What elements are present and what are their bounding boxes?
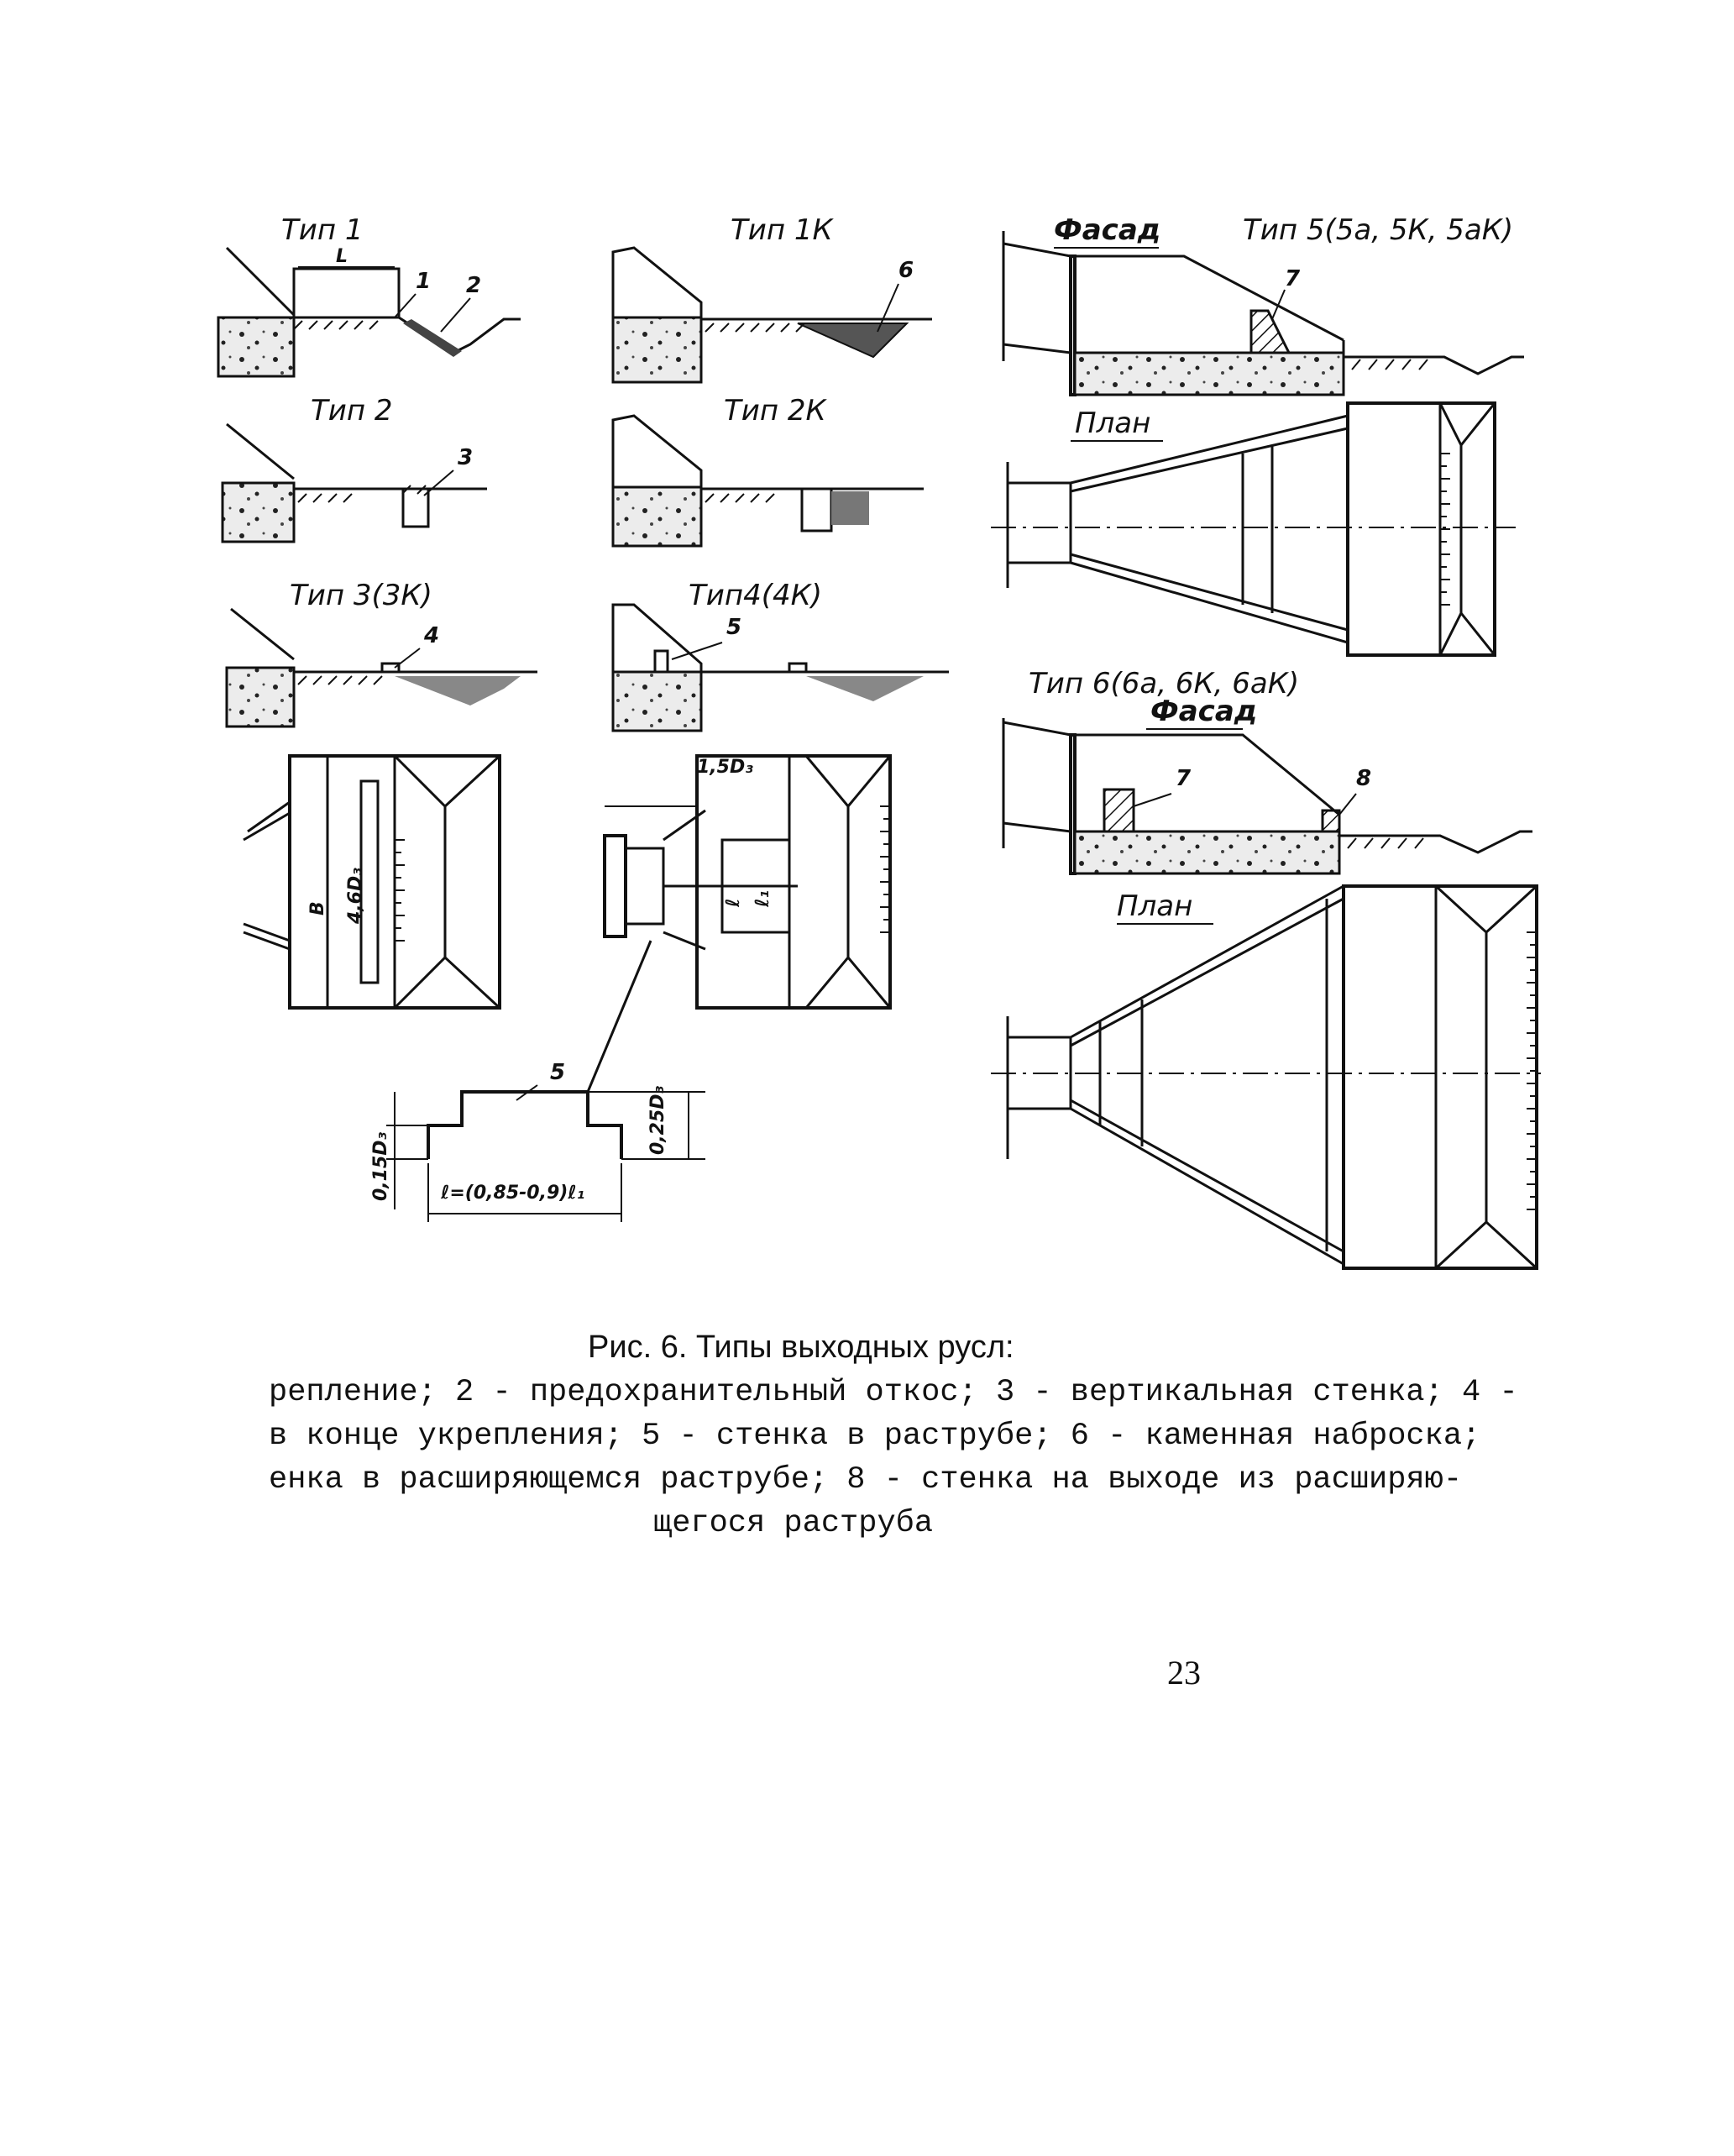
label-type-2: Тип 2 (311, 394, 393, 428)
diagram-type-6-fasad: Тип 6(6а, 6К, 6аК) Фасад 7 8 (1002, 667, 1532, 875)
label-type-1: Тип 1 (281, 213, 364, 247)
diagram-type-3: Тип 3(3К) 4 (225, 579, 537, 728)
page-number: 23 (1167, 1654, 1201, 1692)
plan-type-4: 1,5D₃ ℓ ℓ₁ (603, 754, 892, 1010)
dim-15D: 1,5D₃ (697, 757, 753, 778)
label-type-3: Тип 3(3К) (290, 579, 432, 612)
plan-type-3: B 4,6D₃ (243, 754, 501, 1010)
label-n6: 6 (898, 258, 914, 283)
dim-025D: 0,25D₃ (647, 1085, 668, 1155)
label-n7a: 7 (1285, 266, 1301, 291)
label-n4: 4 (423, 623, 439, 648)
diagram-type-2: Тип 2 3 (221, 394, 487, 543)
dim-l1: ℓ₁ (752, 890, 773, 908)
figure-caption-title: Рис. 6. Типы выходных русл: (588, 1330, 1014, 1365)
label-type-4: Тип4(4К) (689, 579, 822, 612)
label-n7b: 7 (1176, 766, 1192, 791)
label-type-2k: Тип 2К (724, 394, 828, 428)
label-type-6: Тип 6(6а, 6К, 6аК) (1029, 667, 1299, 700)
label-type-1k: Тип 1К (731, 213, 835, 247)
dim-015D: 0,15D₃ (370, 1131, 391, 1201)
diagram-type-5-fasad: Фасад Тип 5(5а, 5К, 5аК) 7 (1002, 213, 1524, 396)
label-fasad-6: Фасад (1150, 695, 1257, 728)
label-n8: 8 (1356, 766, 1371, 791)
label-n5: 5 (726, 615, 741, 640)
figure-caption-line-4: щегося раструба (653, 1506, 934, 1541)
diagram-type-1k: Тип 1К 6 (611, 213, 932, 384)
diagram-type-1: Тип 1 L 1 2 (217, 213, 521, 378)
label-plan-5: План (1075, 407, 1150, 440)
label-fasad-5: Фасад (1054, 213, 1160, 247)
dim-46D: 4,6D₃ (345, 868, 366, 925)
detail-stepped-wall: 5 0,15D₃ 0,25D₃ ℓ=(0,85-0,9)ℓ₁ (370, 940, 705, 1222)
diagram-type-2k: Тип 2К (611, 394, 924, 548)
dim-formula: ℓ=(0,85-0,9)ℓ₁ (440, 1183, 584, 1204)
label-n3: 3 (458, 445, 473, 470)
diagram-type-4: Тип4(4К) 5 (611, 579, 949, 732)
figure-caption-line-1: репление; 2 - предохранительный откос; 3… (269, 1375, 1518, 1410)
label-type-5: Тип 5(5а, 5К, 5аК) (1243, 213, 1513, 247)
figure-caption-line-3: енка в расширяющемся раструбе; 8 - стенк… (269, 1462, 1463, 1498)
diagram-type-5-plan: План (991, 401, 1516, 657)
dim-B: B (307, 901, 328, 915)
label-n2: 2 (466, 273, 481, 298)
label-n5b: 5 (550, 1060, 565, 1085)
diagram-type-6-plan: План (991, 884, 1541, 1270)
label-n1: 1 (416, 269, 431, 294)
dim-L: L (336, 246, 348, 267)
figure-6-outlet-channel-types: Тип 1 L 1 2 Тип 1К 6 Тип 2 3 (217, 213, 1541, 1270)
dim-l: ℓ (723, 899, 744, 908)
label-plan-6: План (1117, 889, 1192, 923)
figure-caption-line-2: в конце укрепления; 5 - стенка в раструб… (269, 1419, 1481, 1454)
